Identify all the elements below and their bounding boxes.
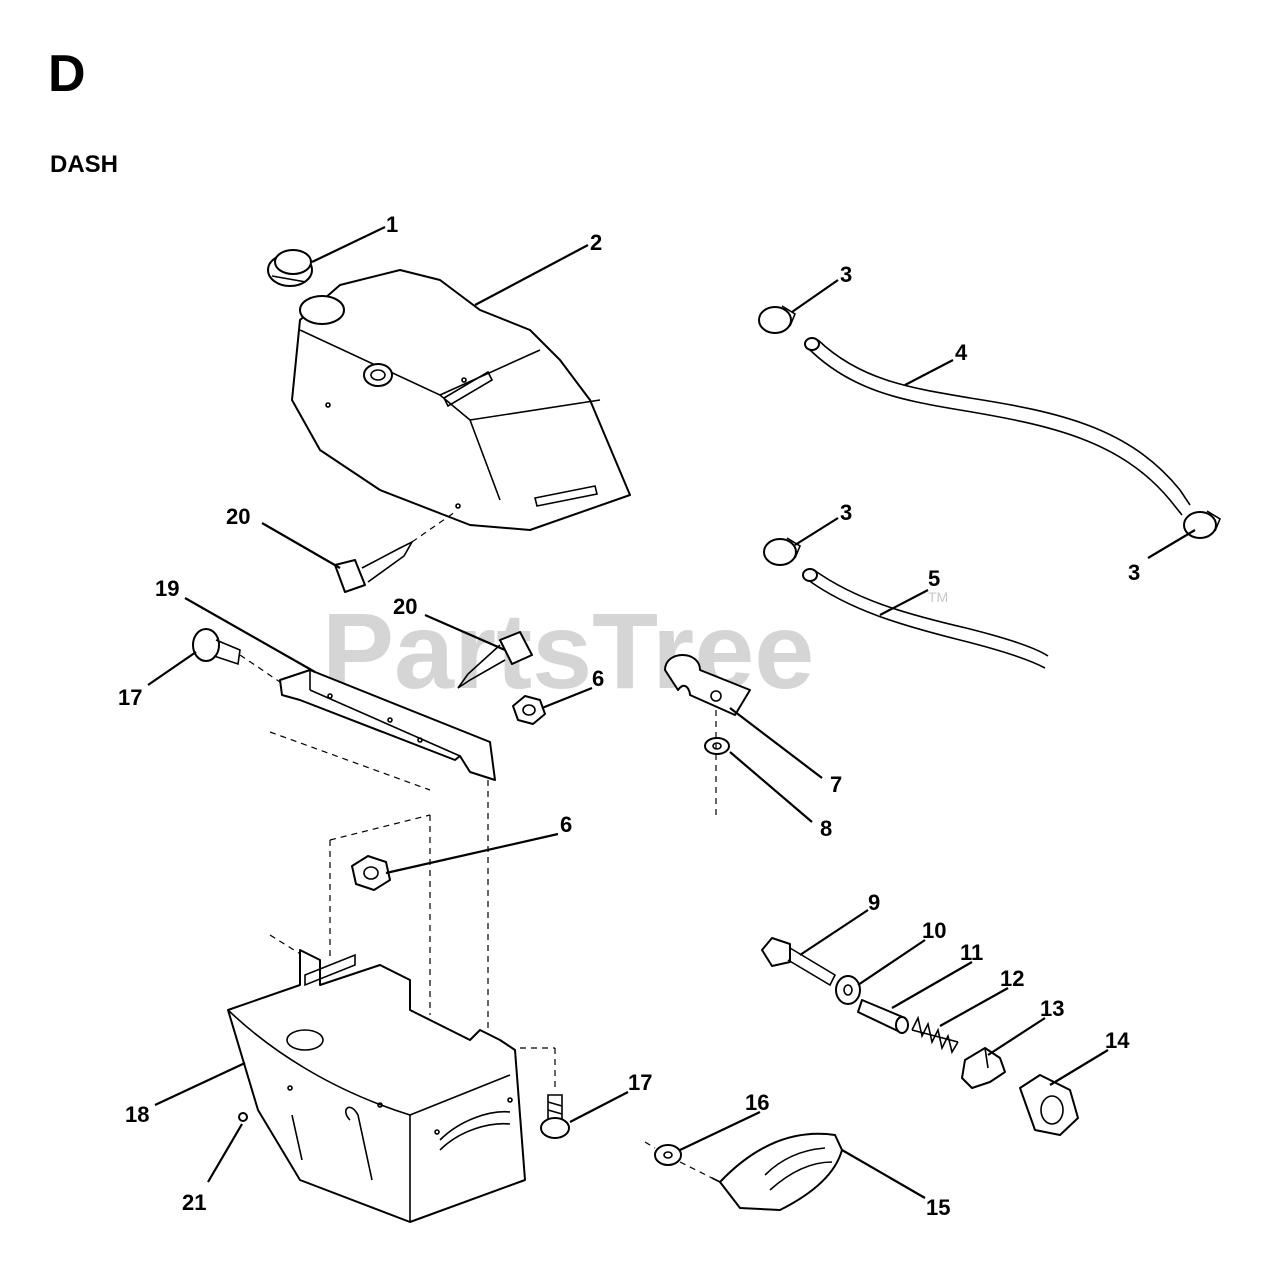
part-nut-lower[interactable]: [351, 855, 391, 891]
part-screw-middle[interactable]: [457, 631, 533, 689]
callout-17-b[interactable]: 17: [628, 1070, 652, 1095]
callout-8[interactable]: 8: [820, 816, 832, 841]
callout-6-a[interactable]: 6: [592, 666, 604, 691]
part-fuel-hose-short[interactable]: [802, 568, 1049, 669]
callout-4[interactable]: 4: [955, 340, 968, 365]
part-fuel-hose-long[interactable]: [804, 337, 1191, 516]
part-knob[interactable]: [1019, 1074, 1079, 1136]
part-flange-nut[interactable]: [644, 1141, 721, 1183]
callout-14[interactable]: 14: [1105, 1028, 1130, 1053]
part-gas-cap[interactable]: [267, 249, 313, 287]
callout-6-b[interactable]: 6: [560, 812, 572, 837]
part-fuel-tank[interactable]: [291, 269, 631, 531]
leader-lines: [147, 226, 1196, 1199]
callout-3-c[interactable]: 3: [1128, 560, 1140, 585]
part-mounting-bracket[interactable]: [239, 654, 496, 791]
part-spring[interactable]: [911, 1015, 959, 1055]
callout-13[interactable]: 13: [1040, 996, 1064, 1021]
watermark-trademark: TM: [928, 589, 948, 605]
callout-1[interactable]: 1: [386, 212, 398, 237]
callout-3-a[interactable]: 3: [840, 262, 852, 287]
callout-20-a[interactable]: 20: [226, 504, 250, 529]
callout-labels: 1 2 3 4 3 5 3 20 19 20 17 6 7 8 6 9 10 1…: [118, 212, 1140, 1220]
callout-19[interactable]: 19: [155, 576, 179, 601]
callout-5[interactable]: 5: [928, 566, 940, 591]
part-dash-panel[interactable]: [227, 949, 526, 1223]
section-title: DASH: [50, 151, 119, 178]
part-spacer[interactable]: [857, 999, 909, 1034]
callout-11[interactable]: 11: [960, 940, 983, 965]
callout-3-b[interactable]: 3: [840, 500, 852, 525]
part-bolt-long[interactable]: [761, 937, 837, 987]
part-screw-upper[interactable]: [334, 511, 456, 593]
part-hose-clamp-1[interactable]: [758, 305, 797, 334]
part-washer-small[interactable]: [704, 710, 730, 820]
part-bolt-lower[interactable]: [540, 1094, 570, 1139]
callout-7[interactable]: 7: [830, 772, 842, 797]
callout-16[interactable]: 16: [745, 1090, 769, 1115]
callout-9[interactable]: 9: [868, 890, 880, 915]
callout-10[interactable]: 10: [922, 918, 946, 943]
callout-21[interactable]: 21: [182, 1190, 206, 1215]
part-bolt-upper[interactable]: [192, 628, 241, 666]
part-knob-insert[interactable]: [961, 1047, 1006, 1089]
section-letter: D: [48, 45, 86, 103]
assembly-guide-lines: [269, 780, 556, 1090]
part-nut-upper[interactable]: [512, 695, 546, 725]
part-small-plug[interactable]: [238, 1112, 248, 1122]
callout-17-a[interactable]: 17: [118, 685, 142, 710]
callout-2[interactable]: 2: [590, 230, 602, 255]
callout-18[interactable]: 18: [125, 1102, 149, 1127]
callout-20-b[interactable]: 20: [393, 594, 417, 619]
part-clamp-bracket[interactable]: [664, 654, 751, 716]
part-hose-clamp-2[interactable]: [763, 537, 802, 566]
callout-15[interactable]: 15: [926, 1195, 950, 1220]
part-washer-large[interactable]: [835, 975, 861, 1005]
callout-12[interactable]: 12: [1000, 966, 1024, 991]
part-dial-plate[interactable]: [711, 1132, 843, 1211]
